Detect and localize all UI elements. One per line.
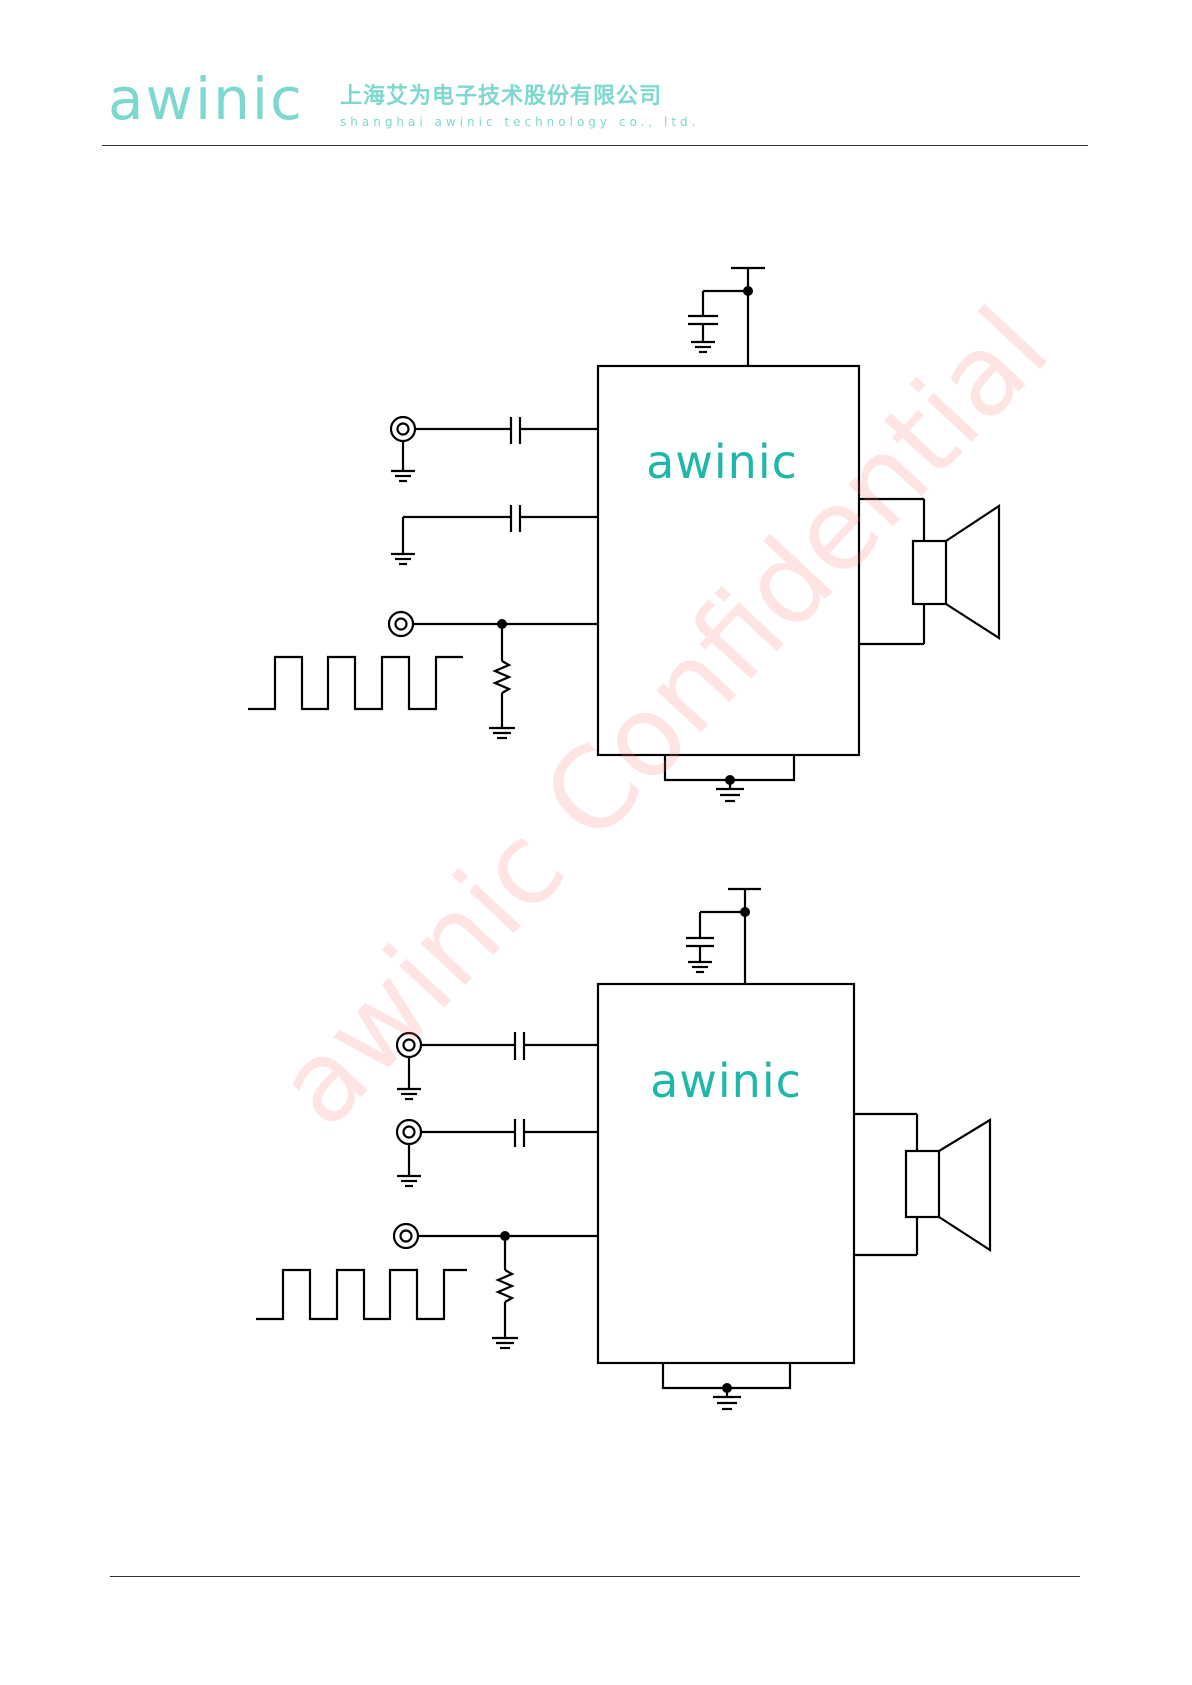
pulse-waveform xyxy=(256,1270,467,1319)
input-jack-negative xyxy=(397,1119,598,1186)
pulse-waveform xyxy=(248,657,463,709)
chip-logo-1: awinic xyxy=(646,435,798,489)
supply-vdd xyxy=(686,889,761,984)
amplifier-chip xyxy=(598,984,854,1363)
speaker xyxy=(854,1114,990,1255)
chip-ground xyxy=(663,1363,790,1409)
footer-divider xyxy=(110,1576,1080,1577)
input-jack-1 xyxy=(391,417,598,481)
control-input xyxy=(394,1224,598,1348)
chip-logo-2: awinic xyxy=(650,1054,802,1108)
supply-vdd xyxy=(688,268,765,366)
input-grounded-cap xyxy=(391,505,598,564)
control-input xyxy=(389,612,598,738)
